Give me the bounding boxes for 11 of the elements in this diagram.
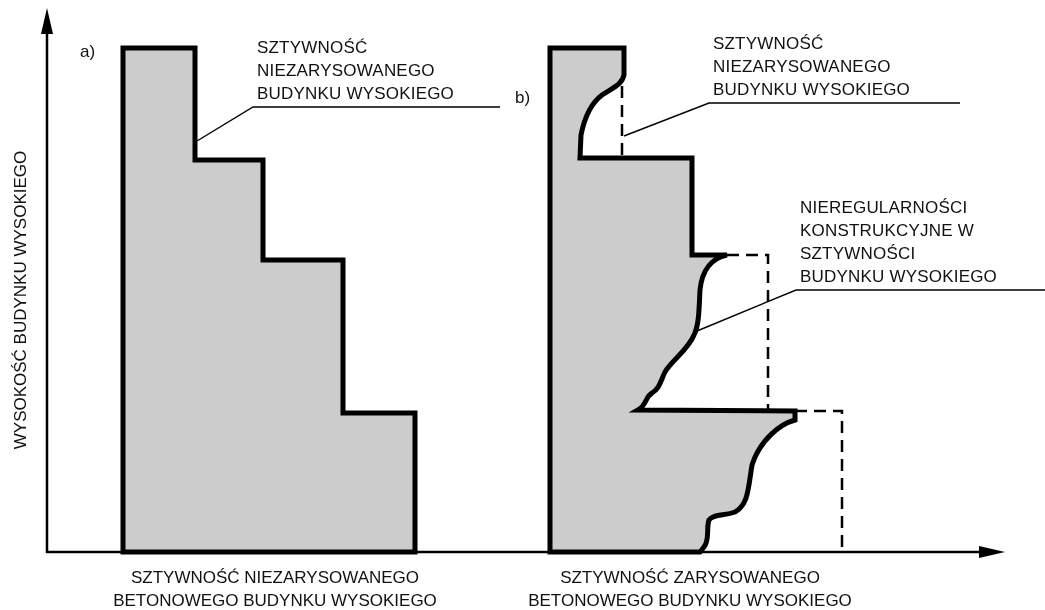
axis-label: SZTYWNOŚĆ NIEZARYSOWANEGO BETONOWEGO BUDYNKU WYSOKIEGO [112,567,438,610]
callout-text: NIEREGULARNOŚCI KONSTRUKCYJNE W SZTYWNOŚCI BUDYNKU WYSOKIEGO [800,196,1000,288]
callout-text: SZTYWNOŚĆ NIEZARYSOWANEGO BUDYNKU WYSOKIEGO [257,36,495,105]
leader-line [196,106,501,142]
callout-text: SZTYWNOŚĆ NIEZARYSOWANEGO BUDYNKU WYSOKIEGO [713,32,951,101]
panel-label: a) [80,41,96,63]
leader-line [696,289,1045,332]
leader-line [623,102,961,137]
axis-label: WYSOKOŚĆ BUDYNKU WYSOKIEGO [9,150,31,450]
panel-label: b) [515,87,531,109]
axis-label: SZTYWNOŚĆ ZARYSOWANEGO BETONOWEGO BUDYNKU WYSOKIEGO [527,567,853,610]
